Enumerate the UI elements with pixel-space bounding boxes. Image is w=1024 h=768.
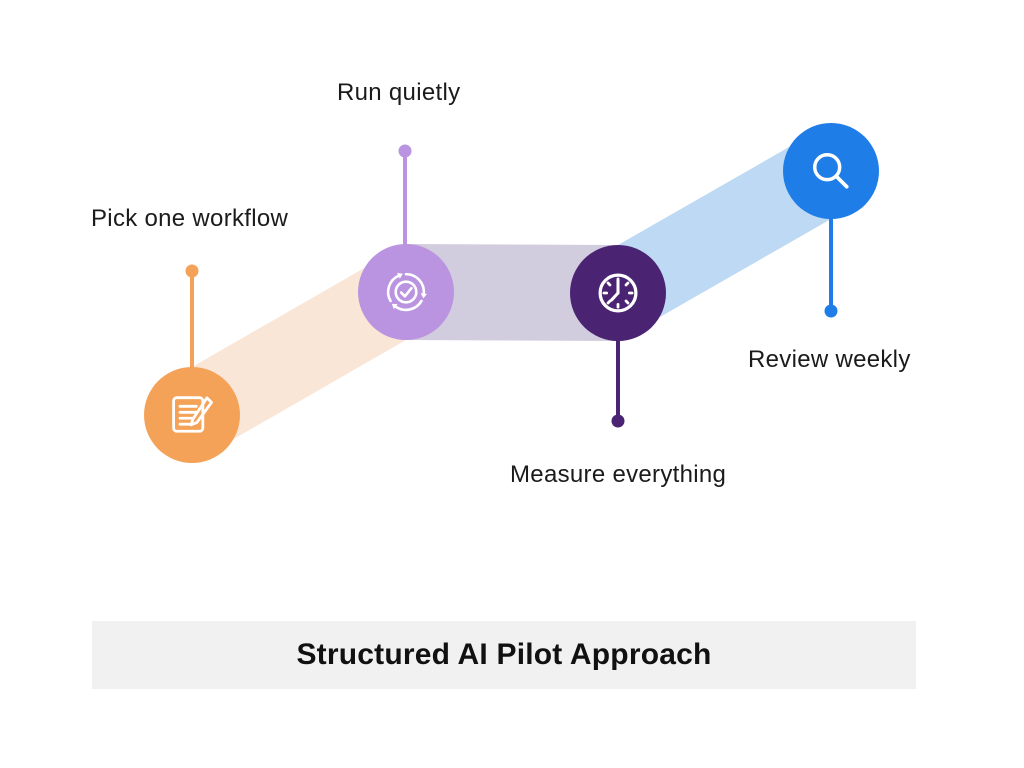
step-circle-pick-one-workflow [144,367,240,463]
ribbon-segment-1 [192,244,406,463]
clock-icon [598,273,638,313]
ribbon-segment-2 [406,244,618,341]
step-label-measure-everything: Measure everything [510,461,727,488]
marker-dot-review-weekly [824,304,838,318]
cycle-check-icon [386,272,428,312]
marker-dot-pick-one-workflow [185,264,199,278]
diagram-title: Structured AI Pilot Approach [296,638,712,671]
step-label-pick-one-workflow: Pick one workflow [91,205,289,232]
marker-dot-run-quietly [398,144,412,158]
note-pencil-icon [172,396,213,433]
step-label-run-quietly: Run quietly [337,79,461,106]
title-bar: Structured AI Pilot Approach [92,621,916,689]
step-label-review-weekly: Review weekly [748,346,911,373]
marker-dot-measure-everything [611,414,625,428]
ribbon-segment-3 [618,123,831,341]
step-circle-review-weekly [783,123,879,219]
step-circle-run-quietly [358,244,454,340]
search-icon [813,153,849,189]
